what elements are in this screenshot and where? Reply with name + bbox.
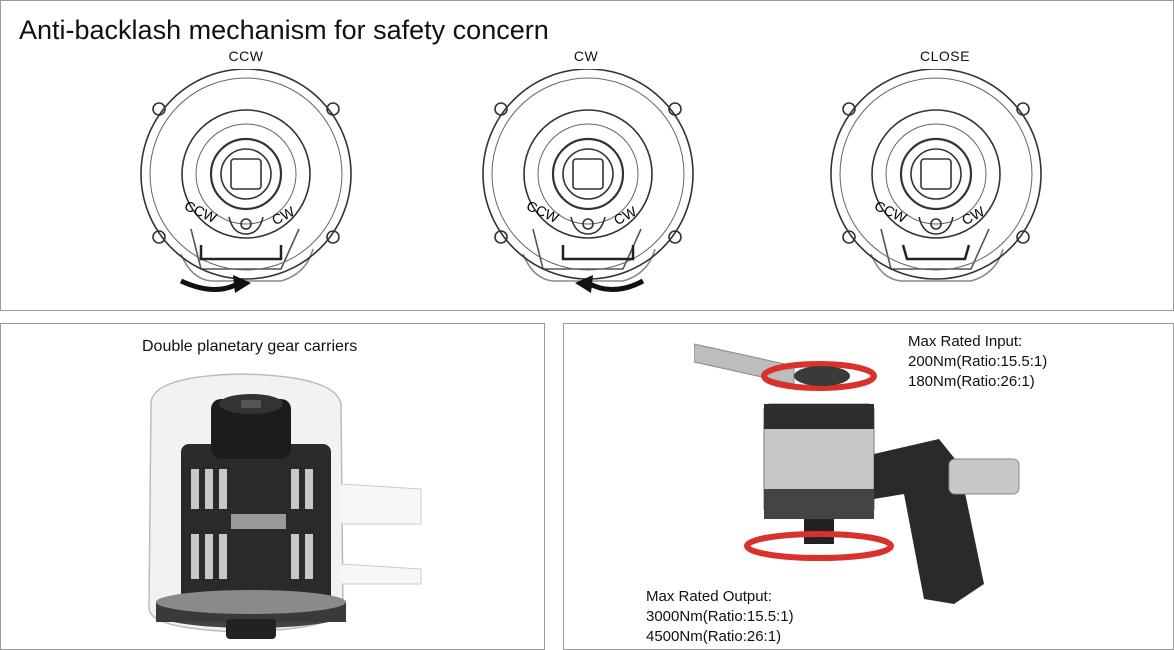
anti-backlash-panel: Anti-backlash mechanism for safety conce… (0, 0, 1174, 311)
dial-mark-ccw: CCW (182, 197, 220, 226)
dial-mark-ccw: CCW (872, 197, 910, 226)
state-label-ccw: CCW (228, 48, 264, 64)
max-output-line: 4500Nm(Ratio:26:1) (646, 628, 782, 645)
max-output-block: Max Rated Output: 3000Nm(Ratio:15.5:1) 4… (646, 587, 794, 647)
max-output-title: Max Rated Output: (646, 588, 772, 605)
gear-carrier-illustration (148, 373, 422, 639)
dial-mark-cw: CW (959, 203, 988, 228)
gear-carriers-panel: Double planetary gear carriers (0, 323, 545, 650)
dial-mark-cw: CW (269, 203, 298, 228)
state-label-cw: CW (573, 48, 599, 64)
panel-title: Anti-backlash mechanism for safety conce… (19, 15, 549, 45)
dial-close-illustration: CCW CW (830, 69, 1042, 282)
max-input-title: Max Rated Input: (908, 333, 1023, 350)
rotation-arrow-icon (179, 278, 241, 292)
dial-mark-cw: CW (611, 203, 640, 228)
max-input-line: 200Nm(Ratio:15.5:1) (908, 353, 1048, 370)
dial-cw-illustration: CCW CW (482, 69, 694, 293)
dial-ccw-illustration: CCW CW (140, 69, 352, 293)
max-input-line: 180Nm(Ratio:26:1) (908, 373, 1035, 390)
state-label-close: CLOSE (920, 48, 970, 64)
gear-panel-title: Double planetary gear carriers (142, 338, 358, 355)
max-output-line: 3000Nm(Ratio:15.5:1) (646, 608, 794, 625)
rotation-arrow-icon (586, 278, 645, 292)
dial-mark-ccw: CCW (524, 197, 562, 226)
torque-ratings-panel: Max Rated Input: 200Nm(Ratio:15.5:1) 180… (563, 323, 1174, 650)
max-input-block: Max Rated Input: 200Nm(Ratio:15.5:1) 180… (908, 332, 1047, 392)
torque-multiplier-illustration (694, 343, 1020, 604)
